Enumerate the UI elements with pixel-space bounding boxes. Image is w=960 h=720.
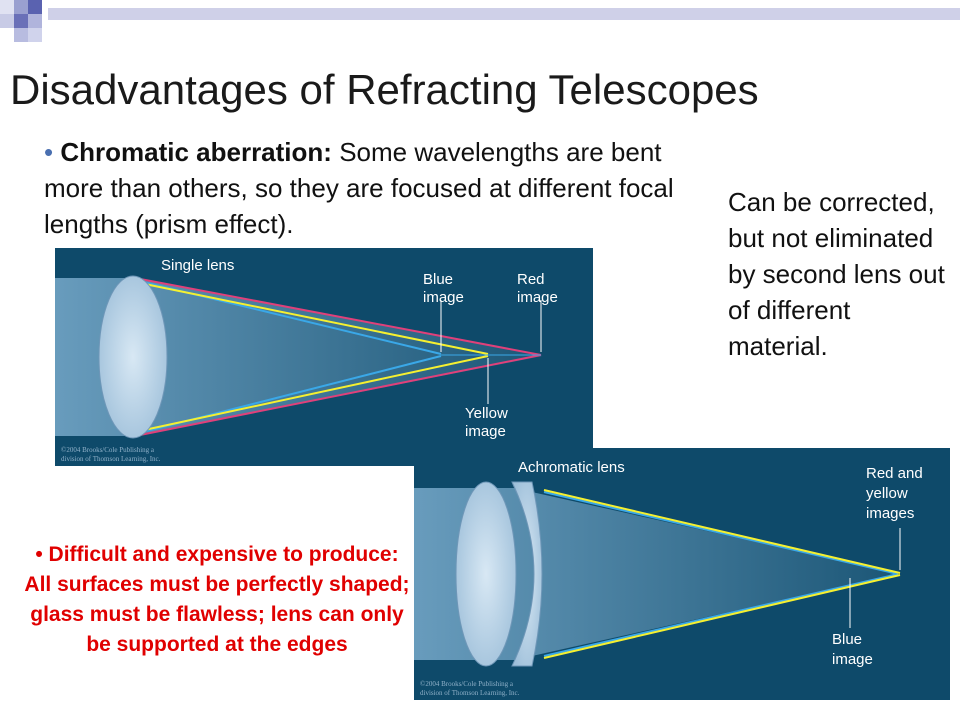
achromatic-lens-figure: Achromatic lens Red and yellow images Bl…: [414, 448, 950, 700]
yellow-image-label-1: Yellow: [465, 405, 508, 422]
chromatic-body: Some wavelengths are bent more than othe…: [44, 137, 674, 239]
red-yellow-label-1: Red and: [866, 465, 923, 482]
difficulty-note: • Difficult and expensive to produce: Al…: [24, 543, 410, 656]
slide-title: Disadvantages of Refracting Telescopes: [10, 66, 759, 113]
corner-decoration: [0, 0, 42, 42]
blue-image-label-1: Blue: [832, 631, 862, 648]
blue-image-label-2: image: [423, 289, 464, 306]
single-lens: [98, 275, 168, 439]
light-beam: [55, 278, 543, 436]
converging-rays: [543, 489, 901, 659]
chromatic-heading: Chromatic aberration:: [60, 137, 332, 167]
converging-rays: [134, 277, 542, 437]
blue-image-label-1: Blue: [423, 271, 453, 288]
achromatic-lens-label: Achromatic lens: [518, 459, 625, 476]
credit-line-2: division of Thomson Learning, Inc.: [420, 689, 520, 697]
correction-note: Can be corrected, but not eliminated by …: [728, 187, 945, 361]
header-bar: [48, 8, 960, 20]
credit-line-2: division of Thomson Learning, Inc.: [61, 455, 161, 463]
red-image-label-1: Red: [517, 271, 545, 288]
convex-lens: [455, 481, 517, 667]
single-lens-label: Single lens: [161, 257, 234, 274]
chromatic-aberration-text: • Chromatic aberration: Some wavelengths…: [44, 134, 714, 242]
yellow-image-label-2: image: [465, 423, 506, 440]
red-image-label-2: image: [517, 289, 558, 306]
bullet: •: [44, 137, 54, 167]
credit-line-1: ©2004 Brooks/Cole Publishing a: [61, 446, 155, 454]
blue-image-label-2: image: [832, 651, 873, 668]
concave-lens: [511, 481, 543, 667]
red-yellow-label-3: images: [866, 505, 914, 522]
single-lens-figure: Single lens Blue image Red image Yellow …: [55, 248, 593, 466]
red-yellow-label-2: yellow: [866, 485, 908, 502]
credit-line-1: ©2004 Brooks/Cole Publishing a: [420, 680, 514, 688]
